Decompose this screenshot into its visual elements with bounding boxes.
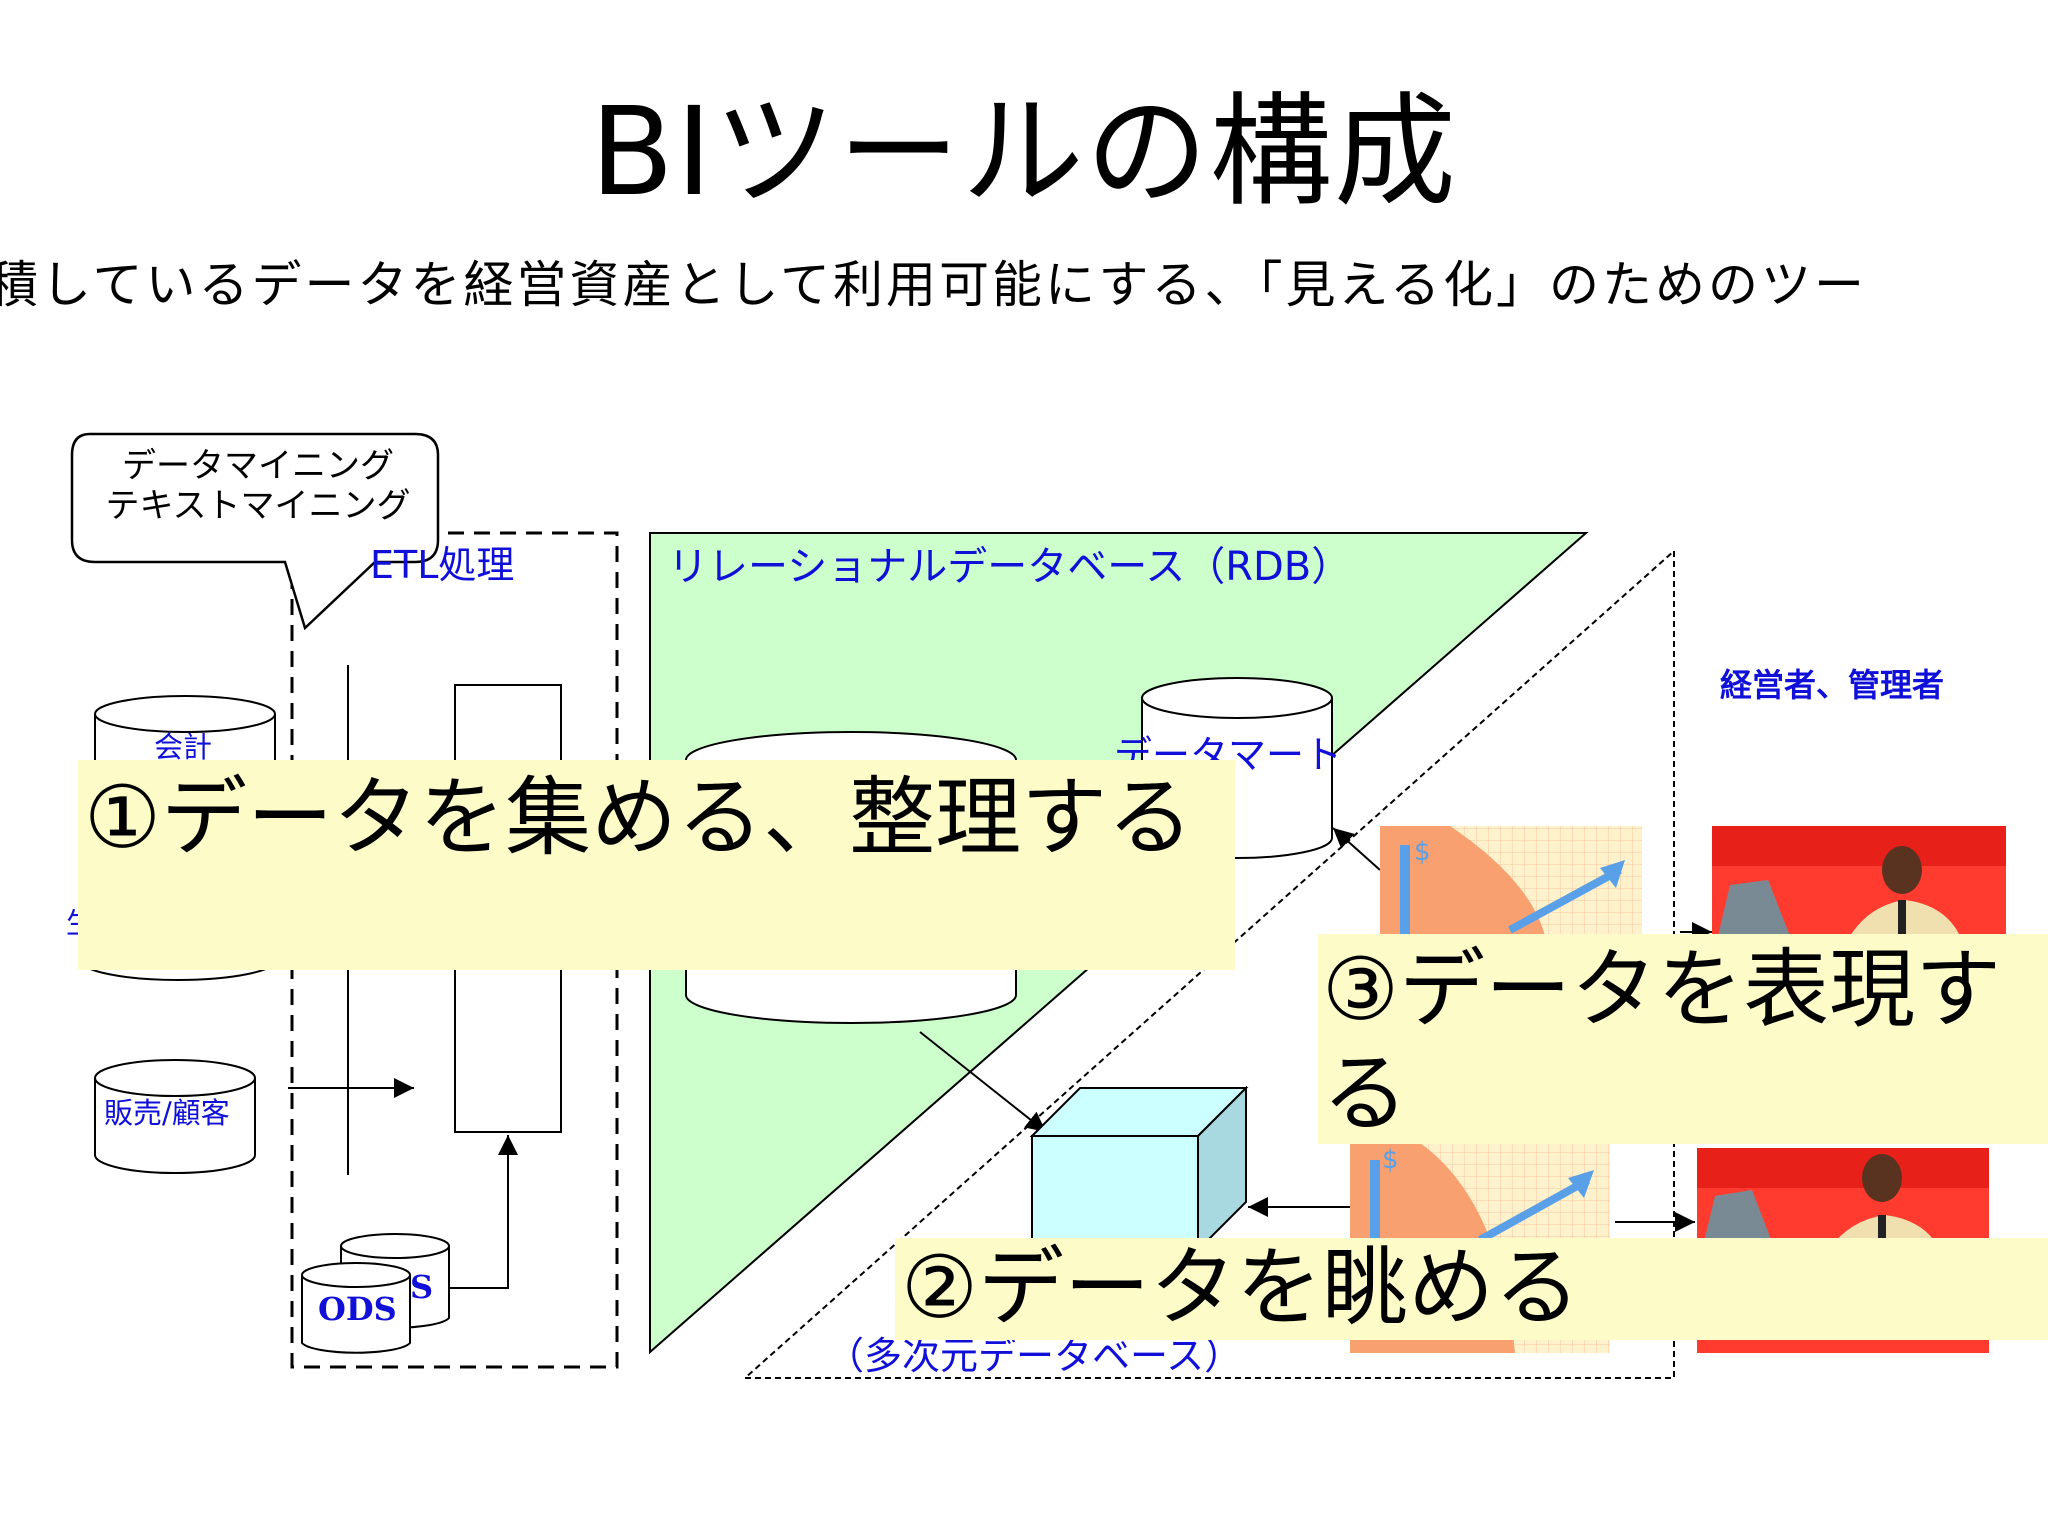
mddb-cube <box>1029 1085 1249 1253</box>
step2-caption: ②データを眺める <box>895 1238 2048 1340</box>
sales-customer-db <box>94 1059 256 1174</box>
businessman-icon <box>1712 826 2006 936</box>
callout-bubble <box>70 432 440 631</box>
etl-label: ETL処理 <box>370 543 515 587</box>
rdb-label: リレーショナルデータベース（RDB） <box>668 544 1352 590</box>
callout-line-text-mining: テキストマイニング <box>105 486 411 526</box>
chart-icon <box>1380 826 1642 936</box>
source-sales-label: 販売/顧客 <box>104 1096 230 1130</box>
page-title: BIツールの構成 <box>590 81 1458 223</box>
page-subtitle: 積しているデータを経営資産として利用可能にする、「見える化」のためのツー <box>0 256 1867 314</box>
dollar-icon: $ <box>1382 1145 1399 1175</box>
dollar-icon: $ <box>1414 837 1431 867</box>
ods-db-front <box>301 1262 411 1354</box>
source-accounting-label: 会計 <box>154 730 213 764</box>
users-label: 経営者、管理者 <box>1720 666 1945 704</box>
step1-caption: ①データを集める、整理する <box>78 760 1235 970</box>
ods-front-label: ODS <box>318 1290 397 1328</box>
callout-text: データマイニング テキストマイニング <box>78 446 438 526</box>
mddb-label: （多次元データベース） <box>826 1334 1243 1378</box>
ods-back-label: S <box>410 1268 434 1306</box>
step3-caption: ③データを表現する <box>1318 934 2048 1144</box>
callout-line-mining: データマイニング <box>122 446 394 486</box>
